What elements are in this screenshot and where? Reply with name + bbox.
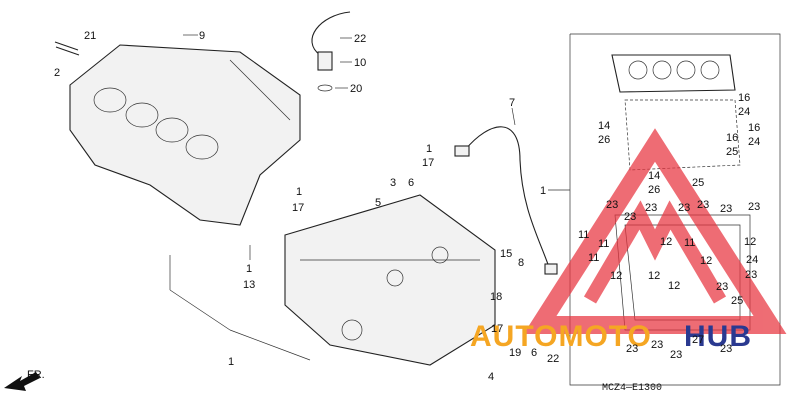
upper-sensor-body <box>317 51 333 71</box>
callout-label: 24 <box>748 136 760 148</box>
watermark-text-left: AUTOMOTO <box>470 320 652 353</box>
callout-label: 12 <box>744 236 756 248</box>
callout-label: 10 <box>354 57 366 69</box>
callout-label: 4 <box>488 371 494 383</box>
callout-label: 1 <box>540 185 546 197</box>
callout-label: 26 <box>598 134 610 146</box>
callout-label: 15 <box>500 248 512 260</box>
callout-label: 22 <box>354 33 366 45</box>
callout-label: 8 <box>518 257 524 269</box>
callout-label: 16 <box>738 92 750 104</box>
leader-lines <box>169 34 516 361</box>
callout-label: 23 <box>651 339 663 351</box>
sensor-plug <box>544 263 558 275</box>
front-direction-arrow <box>4 372 40 391</box>
callout-label: 12 <box>660 236 672 248</box>
callout-label: 23 <box>626 343 638 355</box>
callout-label: 23 <box>720 203 732 215</box>
callout-label: 17 <box>491 323 503 335</box>
callout-label: 26 <box>648 184 660 196</box>
dowel-pin <box>54 41 80 56</box>
callout-label: 13 <box>243 279 255 291</box>
front-direction-label: FR. <box>27 369 45 381</box>
callout-label: 11 <box>578 229 589 241</box>
callout-label: 24 <box>746 254 758 266</box>
lower-crankcase <box>284 194 496 366</box>
callout-label: 27 <box>692 334 704 346</box>
callout-label: 20 <box>350 83 362 95</box>
callout-label: 12 <box>668 280 680 292</box>
callout-label: 23 <box>678 202 690 214</box>
callout-label: 12 <box>700 255 712 267</box>
callout-label: 23 <box>670 349 682 361</box>
callout-label: 1 <box>228 356 234 368</box>
callout-label: 14 <box>598 120 610 132</box>
callout-label: 21 <box>84 30 96 42</box>
callout-label: 1 <box>246 263 252 275</box>
upper-sensor-oring <box>317 84 333 92</box>
diagram-code: MCZ4—E1300 <box>602 383 662 394</box>
callout-label: 7 <box>509 97 515 109</box>
upper-crankcase <box>69 44 301 226</box>
callout-label: 23 <box>745 269 757 281</box>
callout-label: 16 <box>748 122 760 134</box>
callout-label: 23 <box>716 281 728 293</box>
sensor-connector <box>454 145 470 157</box>
callout-label: 23 <box>697 199 709 211</box>
callout-label: 23 <box>606 199 618 211</box>
callout-label: 18 <box>490 291 502 303</box>
callout-label: 16 <box>726 132 738 144</box>
callout-label: 23 <box>624 211 636 223</box>
callout-labels: 21 9 2 22 10 20 7 1 16 24 14 26 16 24 16… <box>54 30 760 383</box>
callout-label: 12 <box>610 270 622 282</box>
callout-label: 6 <box>531 347 537 359</box>
callout-label: 14 <box>648 170 660 182</box>
callout-label: 25 <box>731 295 743 307</box>
callout-label: 9 <box>199 30 205 42</box>
callout-label: 17 <box>422 157 434 169</box>
callout-label: 23 <box>720 343 732 355</box>
watermark-logo <box>523 128 787 334</box>
callout-label: 25 <box>726 146 738 158</box>
callout-label: 23 <box>645 202 657 214</box>
callout-label: 2 <box>54 67 60 79</box>
callout-label: 6 <box>408 177 414 189</box>
callout-label: 23 <box>748 201 760 213</box>
callout-label: 11 <box>684 237 695 249</box>
callout-label: 5 <box>375 197 381 209</box>
watermark-text-right: HUB <box>684 320 752 353</box>
callout-label: 22 <box>547 353 559 365</box>
callout-label: 24 <box>738 106 750 118</box>
upper-sensor-wire <box>311 11 351 56</box>
callout-label: 19 <box>509 347 521 359</box>
callout-label: 11 <box>598 238 609 250</box>
callout-label: 17 <box>292 202 304 214</box>
callout-label: 25 <box>692 177 704 189</box>
callout-label: 3 <box>390 177 396 189</box>
callout-label: 1 <box>426 143 432 155</box>
callout-label: 1 <box>296 186 302 198</box>
callout-label: 12 <box>648 270 660 282</box>
callout-label: 11 <box>588 252 599 264</box>
sensor-harness <box>464 126 551 271</box>
